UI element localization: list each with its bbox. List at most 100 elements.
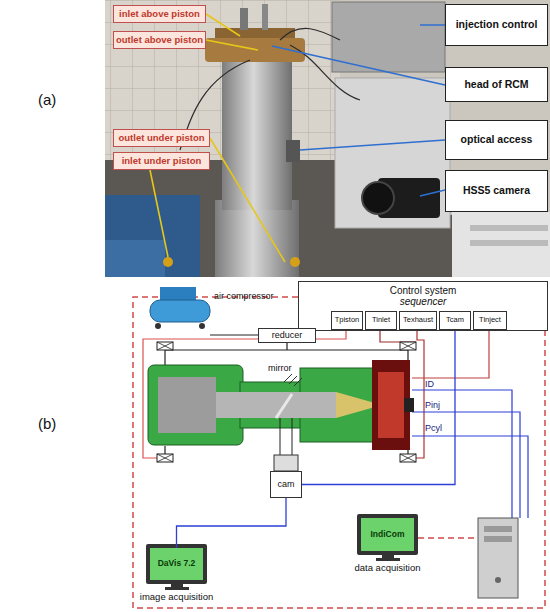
- callout-box: outlet above piston: [113, 31, 206, 49]
- node-text: outlet under piston: [118, 133, 204, 143]
- timer-box: Tcam: [439, 311, 471, 330]
- node-text: IndiCom: [371, 530, 405, 539]
- node-text: inlet under piston: [122, 156, 202, 166]
- photo-background: [105, 0, 550, 277]
- camera-box: cam: [270, 471, 302, 498]
- node-text: HSS5 camera: [463, 185, 530, 197]
- signal-wire: [412, 390, 528, 518]
- panel-label: (a): [38, 92, 56, 107]
- node-text: image acquisition: [140, 592, 213, 602]
- compressor-tank: [150, 300, 210, 322]
- timer-box: Texhaust: [399, 311, 437, 330]
- part-label: air compressor: [214, 292, 274, 301]
- control-wire: [412, 331, 489, 378]
- node-text: inlet above piston: [119, 9, 200, 19]
- valve-symbol: [157, 454, 173, 462]
- signal-connector: [177, 498, 287, 548]
- node-text: DaVis 7.2: [158, 559, 196, 568]
- valve-symbol: [157, 454, 173, 462]
- signal-connector: [302, 330, 455, 485]
- callout-box: HSS5 camera: [445, 170, 548, 212]
- timer-box: Tinject: [473, 311, 507, 330]
- network-link: [133, 297, 545, 608]
- panel-label: (b): [38, 416, 56, 431]
- node-text: data acquisition: [354, 563, 420, 573]
- valve-symbol: [157, 342, 173, 350]
- callout-box: optical access: [445, 120, 548, 160]
- callout-box: injection control: [445, 4, 548, 46]
- control-wire: [416, 331, 424, 458]
- node-text: optical access: [461, 134, 533, 146]
- monitor-screen: IndiComdata acquisition: [361, 518, 414, 551]
- mirror-hatch: [284, 374, 302, 386]
- part-label: ID: [425, 380, 434, 389]
- node-text: Tinlet: [372, 316, 390, 324]
- valve-fitting: [163, 257, 173, 267]
- wheel: [155, 323, 161, 329]
- node-text: Tinject: [479, 316, 501, 324]
- monitor-screen: DaVis 7.2image acquisition: [150, 548, 203, 580]
- drive-slot: [484, 526, 512, 532]
- node-text: injection control: [456, 19, 538, 31]
- piston: [158, 377, 216, 433]
- blue-equipment: [105, 195, 200, 277]
- valve-symbol: [400, 342, 416, 350]
- node-text: Tcam: [446, 316, 464, 324]
- monitor-frame: [357, 514, 418, 555]
- blue-equipment: [105, 240, 165, 277]
- node-text: head of RCM: [464, 79, 528, 91]
- part-label: Pinj: [425, 401, 440, 410]
- monitor-frame: [146, 544, 207, 584]
- piston-rod: [216, 392, 336, 418]
- callout-box: outlet under piston: [113, 129, 210, 147]
- control-box: Control systemsequencerTpistonTinletTexh…: [298, 281, 548, 331]
- reducer-box: reducer: [258, 328, 316, 343]
- node-text: outlet above piston: [116, 35, 203, 45]
- valve-symbol: [400, 454, 416, 462]
- injector: [404, 398, 414, 412]
- light-source: [452, 212, 550, 277]
- timer-box: Tinlet: [365, 311, 397, 330]
- optical-window: [286, 140, 300, 162]
- control-wire: [380, 331, 416, 342]
- node-text: Texhaust: [403, 316, 433, 324]
- cylinder: [222, 60, 292, 210]
- wheel: [199, 323, 205, 329]
- monitor-base: [376, 558, 400, 561]
- vent: [470, 240, 548, 246]
- callout-box: inlet above piston: [113, 5, 206, 23]
- fitting: [240, 8, 248, 30]
- pegboard: [335, 78, 450, 228]
- compressor-motor: [160, 287, 196, 301]
- mirror-symbol: [276, 394, 292, 418]
- camera-lens: [274, 455, 298, 471]
- fitting: [262, 4, 268, 30]
- timer-box: Tpiston: [331, 311, 363, 330]
- lower-cylinder: [215, 200, 299, 277]
- monitor-screen: [150, 548, 203, 580]
- part-label: Pcyl: [425, 424, 442, 433]
- part-label: mirror: [268, 364, 292, 373]
- injection-control-unit: [332, 2, 445, 72]
- drive-slot: [484, 536, 512, 542]
- callout-box: head of RCM: [445, 67, 548, 102]
- network-link: [418, 537, 478, 539]
- light-path: [280, 418, 292, 455]
- vent: [470, 225, 548, 231]
- node-text: Tpiston: [335, 316, 360, 324]
- node-text: reducer: [272, 331, 303, 341]
- camera-lens: [362, 182, 394, 214]
- valve-fitting: [290, 257, 300, 267]
- node-text: cam: [277, 480, 294, 490]
- node-text: sequencer: [400, 296, 447, 307]
- monitor-base: [165, 587, 189, 590]
- combustion-chamber: [378, 372, 404, 438]
- valve-symbol: [157, 342, 173, 350]
- callout-box: inlet under piston: [113, 152, 210, 170]
- leader-line: [272, 25, 445, 196]
- power-button: [495, 577, 501, 583]
- monitor-screen: [361, 518, 414, 551]
